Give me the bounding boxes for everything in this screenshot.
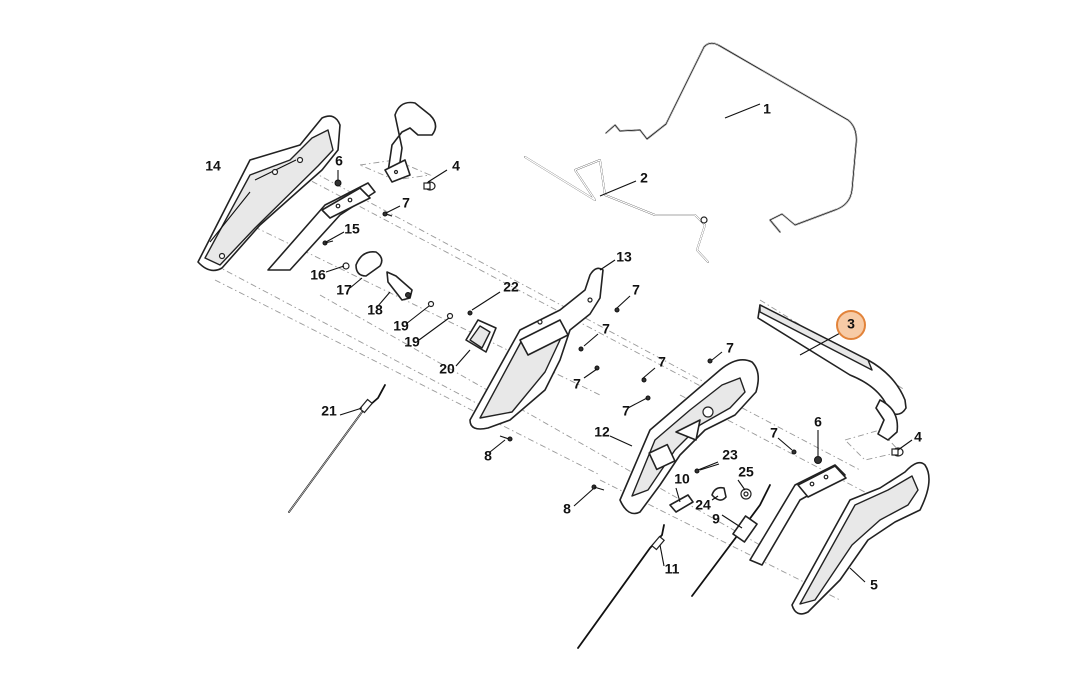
part-13-center-housing[interactable] [469,267,604,430]
left-upper-bracket [384,101,437,183]
part-17-knob[interactable] [355,250,383,277]
right-screws [591,358,797,491]
part-4-right-cap[interactable] [891,447,904,457]
callout-8-left[interactable]: 8 [484,448,492,464]
part-11-cable[interactable] [577,524,666,649]
callout-14[interactable]: 14 [205,158,221,174]
callout-7-e[interactable]: 7 [658,354,666,370]
callout-5[interactable]: 5 [870,577,878,593]
callout-1[interactable]: 1 [763,101,771,117]
part-6-right-nut[interactable] [814,456,822,464]
center-screws [499,307,620,442]
callout-7-f[interactable]: 7 [726,340,734,356]
callout-11[interactable]: 11 [665,561,680,577]
callout-6-left[interactable]: 6 [335,153,343,169]
callout-9[interactable]: 9 [712,511,720,527]
part-18-lever-pin[interactable] [386,271,413,301]
callout-18[interactable]: 18 [367,302,383,318]
callout-20[interactable]: 20 [439,361,455,377]
callout-labels: 1 2 3 4 4 5 6 6 7 7 7 7 7 7 7 7 7 8 8 9 … [205,101,922,593]
callout-19-b[interactable]: 19 [404,334,420,350]
callout-21[interactable]: 21 [321,403,337,419]
part-12-right-housing[interactable] [619,359,760,515]
part-5-right-handle-cover[interactable] [791,461,930,615]
callout-6-right[interactable]: 6 [814,414,822,430]
callout-17[interactable]: 17 [336,282,352,298]
callout-12[interactable]: 12 [594,424,610,440]
part-14-left-handle-cover[interactable] [197,115,341,272]
callout-leaders [325,103,913,583]
callout-24[interactable]: 24 [695,497,711,513]
callout-7-c[interactable]: 7 [602,321,610,337]
callout-8-right[interactable]: 8 [563,501,571,517]
callout-2[interactable]: 2 [640,170,648,186]
callout-7-h[interactable]: 7 [770,425,778,441]
highlight-ring-part-3 [836,310,866,340]
part-19-washers[interactable] [427,300,454,320]
left-inner-rail [267,182,376,271]
callout-10[interactable]: 10 [674,471,690,487]
callout-7-b[interactable]: 7 [632,282,640,298]
callout-13[interactable]: 13 [616,249,632,265]
part-6-left-nut[interactable] [334,179,342,187]
callout-16[interactable]: 16 [310,267,326,283]
callout-15[interactable]: 15 [344,221,360,237]
callout-19-a[interactable]: 19 [393,318,409,334]
part-22-screw[interactable] [467,310,473,316]
callout-7-d[interactable]: 7 [573,376,581,392]
part-10-clip[interactable] [669,494,694,513]
part-21-cable[interactable] [288,384,386,513]
part-9-cable[interactable] [691,484,771,597]
callout-7-a[interactable]: 7 [402,195,410,211]
part-24-bushing[interactable] [711,486,727,501]
callout-25[interactable]: 25 [738,464,754,480]
callout-4-left[interactable]: 4 [452,158,460,174]
part-1-bail-wire[interactable] [605,42,858,233]
part-23-screw[interactable] [694,461,719,474]
part-20-switch-block[interactable] [465,319,497,353]
callout-23[interactable]: 23 [722,447,738,463]
part-3-handle-grip[interactable] [757,304,907,441]
callout-7-g[interactable]: 7 [622,403,630,419]
part-4-left-cap[interactable] [423,181,436,191]
callout-22[interactable]: 22 [503,279,519,295]
part-2-drive-bail-wire[interactable] [524,156,709,263]
callout-4-right[interactable]: 4 [914,429,922,445]
part-25-nut[interactable] [740,488,752,500]
right-inner-rail [749,464,847,566]
callout-3[interactable]: 3 [847,316,855,332]
